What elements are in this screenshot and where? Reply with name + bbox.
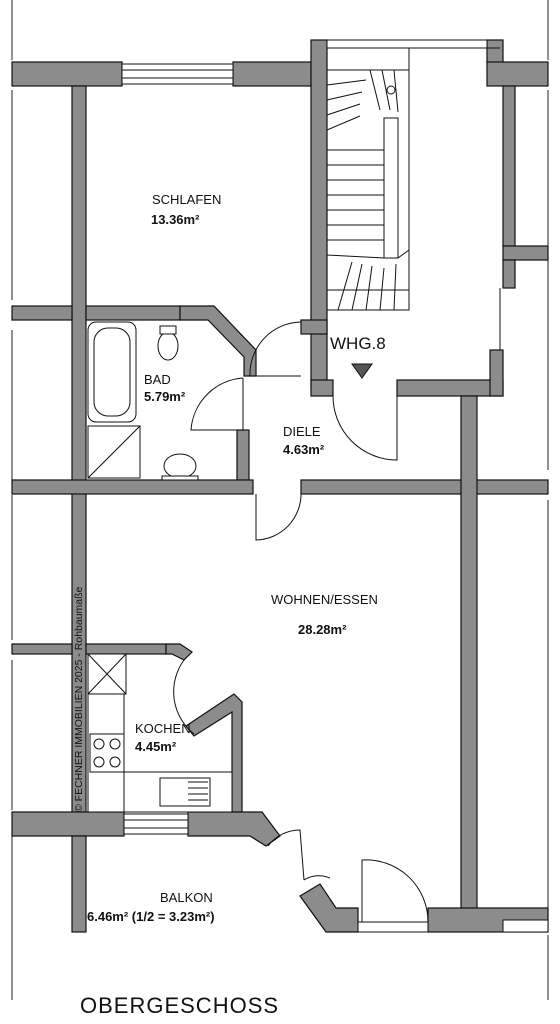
staircase — [326, 47, 410, 311]
room-bad-name: BAD — [144, 372, 171, 387]
room-kochen-area: 4.45m² — [135, 739, 177, 754]
windows — [121, 39, 549, 933]
doors — [173, 321, 429, 923]
room-bad-area: 5.79m² — [144, 389, 186, 404]
unit-entry-marker — [351, 363, 373, 379]
room-labels: SCHLAFEN 13.36m² BAD 5.79m² DIELE 4.63m²… — [87, 192, 386, 924]
background-outline-lines — [11, 0, 549, 1000]
unit-label: WHG.8 — [330, 334, 386, 353]
room-diele-name: DIELE — [283, 424, 321, 439]
stove — [89, 733, 125, 773]
toilet — [157, 331, 179, 361]
room-schlafen-area: 13.36m² — [151, 212, 200, 227]
room-kochen-name: KOCHEN — [135, 721, 191, 736]
kitchen-fixtures — [87, 653, 233, 813]
floor-title: OBERGESCHOSS — [80, 993, 279, 1018]
room-diele-area: 4.63m² — [283, 442, 325, 457]
room-balkon-name: BALKON — [160, 890, 213, 905]
room-wohnen-area: 28.28m² — [298, 622, 347, 637]
corridor-lines — [409, 47, 501, 350]
room-balkon-area: 6.46m² (1/2 = 3.23m²) — [87, 909, 215, 924]
room-wohnen-name: WOHNEN/ESSEN — [271, 592, 378, 607]
sink — [159, 777, 211, 807]
walls — [11, 39, 549, 933]
bathroom-fixtures — [87, 321, 199, 481]
copyright-text: © FECHNER IMMOBILIEN 2025 - Rohbaumaße — [73, 586, 85, 812]
room-schlafen-name: SCHLAFEN — [152, 192, 221, 207]
washbasin — [163, 453, 197, 479]
